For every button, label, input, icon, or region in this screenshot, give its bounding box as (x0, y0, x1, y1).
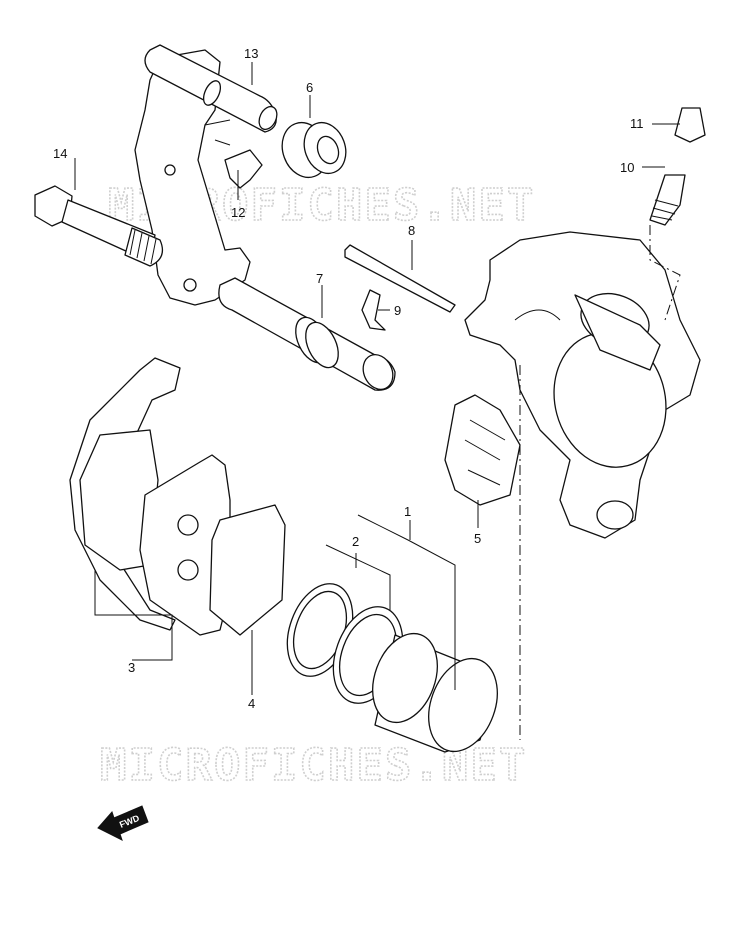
boot-6 (281, 121, 347, 179)
slide-pin-7 (218, 277, 396, 391)
callout-13: 13 (244, 46, 258, 61)
callout-11: 11 (630, 116, 644, 131)
brake-pad-3 (69, 357, 181, 631)
slide-pin-13 (144, 44, 278, 133)
caliper-bracket (134, 49, 251, 306)
callout-3: 3 (128, 660, 135, 675)
callout-2: 2 (352, 534, 359, 549)
callout-5: 5 (474, 531, 481, 546)
bleeder-screw-10 (649, 174, 686, 226)
brake-pad-4 (139, 454, 286, 636)
forward-arrow-icon: FWD (97, 805, 149, 841)
callout-4: 4 (248, 696, 255, 711)
callout-12: 12 (231, 205, 245, 220)
pad-pin-8 (344, 244, 456, 313)
callout-8: 8 (408, 223, 415, 238)
pad-spring-5 (444, 394, 521, 506)
spring-12 (224, 149, 263, 189)
callout-6: 6 (306, 80, 313, 95)
bolt-14 (34, 185, 164, 267)
centerlines (519, 225, 681, 740)
leader-lines (74, 62, 680, 695)
callout-9: 9 (394, 303, 401, 318)
callout-1: 1 (404, 504, 411, 519)
callout-7: 7 (316, 271, 323, 286)
caliper-body (464, 231, 701, 539)
callout-10: 10 (620, 160, 634, 175)
bleeder-cap-11 (674, 107, 706, 143)
callout-14: 14 (53, 146, 67, 161)
piston-1 (372, 632, 498, 753)
clip-9 (361, 289, 386, 331)
